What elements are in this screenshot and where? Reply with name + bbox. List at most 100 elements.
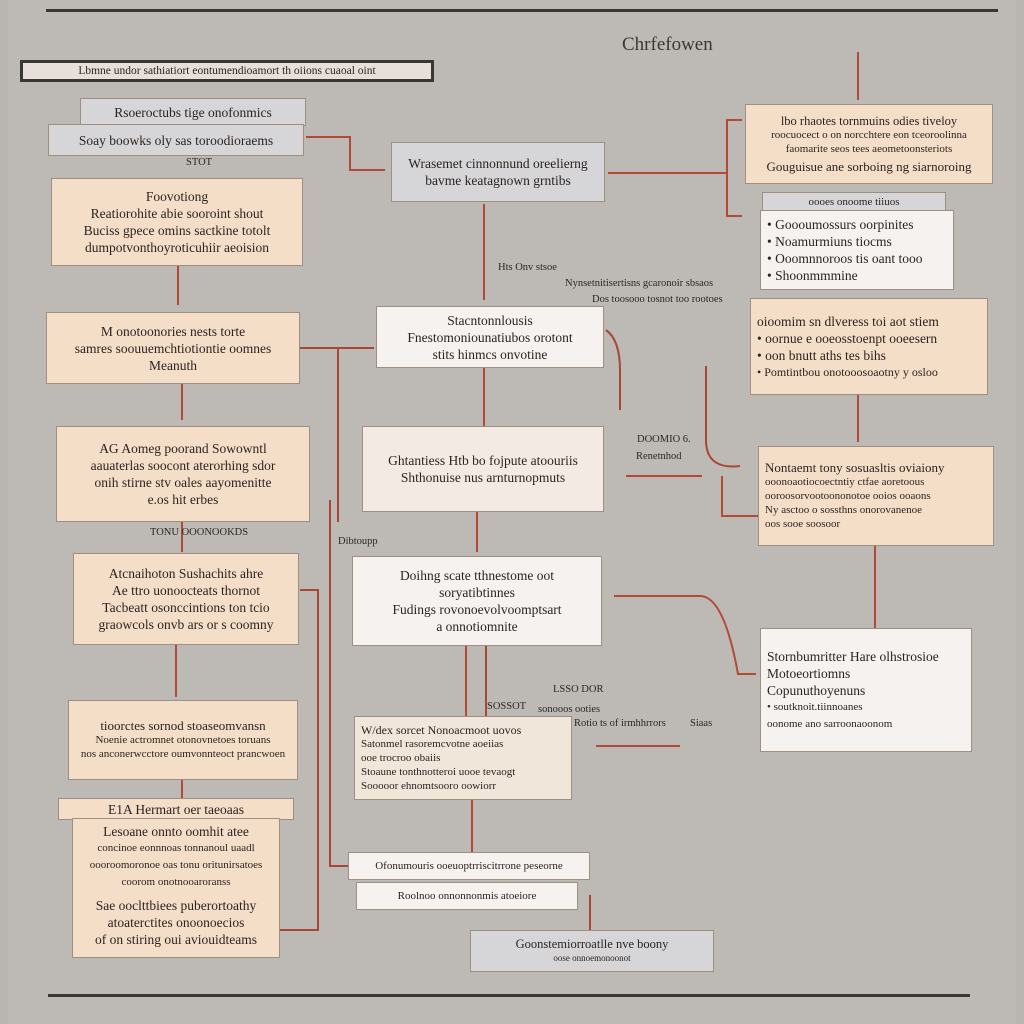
node-n9-n10: Lesoane onnto oomhit atee concinoe eonnn… <box>72 818 280 958</box>
header-banner: Lbmne undor sathiatiort eontumendioamort… <box>20 60 434 82</box>
node-r1-line: lbo rhaotes tornmuins odies tiveloy <box>780 114 958 128</box>
node-n6-line: Atcnaihoton Sushachits ahre <box>108 566 264 581</box>
node-n5-line: e.os hit erbes <box>147 492 219 507</box>
node-r6-line: Copunuthoyenuns <box>767 682 866 698</box>
node-r3-line: • Ooomnnoroos tis oant tooo <box>767 251 923 266</box>
node-r6-text: soutknoit.tiinnoanes <box>773 700 863 713</box>
node-r6-line: Motoeortiomns <box>767 665 851 681</box>
top-rule <box>46 9 998 12</box>
node-c1-line: bavme keatagnown grntibs <box>425 173 571 188</box>
node-r3-text: Ooomnnoroos tis oant tooo <box>775 251 923 266</box>
node-r5-line: Ny asctoo o sossthns onorovanenoe <box>765 504 923 516</box>
node-n2-line: Soay boowks oly sas toroodioraems <box>78 132 274 148</box>
node-n9-line: concinoe eonnnoas tonnanoul uaadl <box>97 842 255 854</box>
node-r6-line: • soutknoit.tiinnoanes <box>767 700 863 713</box>
node-c5-line: W/dex sorcet Nonoacmoot uovos <box>361 723 522 737</box>
node-n2: Soay boowks oly sas toroodioraems <box>48 124 304 156</box>
node-n9-line: Lesoane onnto oomhit atee <box>103 824 249 839</box>
node-n4: M onotoonories nests torte samres soouue… <box>46 312 300 384</box>
label-mid-1: Hts Onv stsoe <box>498 262 557 273</box>
node-r3: • Goooumossurs oorpinites • Noamurmiuns … <box>760 210 954 290</box>
node-n10-line: Sae ooclttbiees puberortoathy <box>95 898 257 913</box>
node-r3-line: • Shoonmmmine <box>767 268 858 283</box>
node-r3-text: Noamurmiuns tiocms <box>775 234 892 249</box>
node-r3-text: Goooumossurs oorpinites <box>775 217 914 232</box>
node-r2-line: oooes onoome tiiuos <box>808 196 900 208</box>
node-c4-line: Fudings rovonoevolvoomptsart <box>392 602 562 617</box>
node-r6-line: Stornbumritter Hare olhstrosioe <box>767 648 939 664</box>
bottom-rule <box>48 994 970 997</box>
node-n1: Rsoeroctubs tige onofonmics <box>80 98 306 126</box>
diagram-title: Chrfefowen <box>622 34 713 55</box>
node-n6-line: Ae ttro uonoocteats thornot <box>111 583 261 598</box>
node-c4-line: a onnotiomnite <box>436 619 518 634</box>
node-c1: Wrasemet cinnonnund oreelierng bavme kea… <box>391 142 605 202</box>
label-dibt: Dibtoupp <box>338 536 378 547</box>
node-r4-line: • Pomtintbou onotooosoaotny y osloo <box>757 364 938 379</box>
node-n3-line: Reatiorohite abie sooroint shout <box>90 206 264 221</box>
label-std: STOT <box>186 157 213 168</box>
node-n9-line: coorom onotnooaroranss <box>121 876 231 888</box>
node-c7-line: Roolnoo onnonnonmis atoeiore <box>397 890 537 902</box>
node-r6-line: oonome ano sarroonaoonom <box>767 717 893 730</box>
node-c1-line: Wrasemet cinnonnund oreelierng <box>408 156 588 171</box>
node-n8: E1A Hermart oer taeoaas <box>58 798 294 820</box>
node-n6: Atcnaihoton Sushachits ahre Ae ttro uono… <box>73 553 299 645</box>
node-c2-line: Fnestomoniounatiubos orotont <box>407 329 573 345</box>
node-r4-text: Pomtintbou onotooosoaotny y osloo <box>764 364 938 379</box>
node-r4-text: oioomim sn dlveress toi aot stiem <box>757 313 939 329</box>
node-n1-line: Rsoeroctubs tige onofonmics <box>114 104 272 120</box>
node-r2: oooes onoome tiiuos <box>762 192 946 212</box>
node-n5-line: AG Aomeg poorand Sowowntl <box>99 441 267 456</box>
label-mid-2: Nynsetnitisertisns gcaronoir sbsaos <box>565 278 714 289</box>
node-r1-line: Gouguisue ane sorboing ng siarnoroing <box>766 159 972 174</box>
label-tong: TONU OOONOOKDS <box>150 527 249 538</box>
node-n4-line: samres soouuemchtiotiontie oomnes <box>74 340 272 356</box>
node-r5-line: ooonoaotiocoectntiy ctfae aoretoous <box>765 476 925 488</box>
label-mid-3: Dos toosooo tosnot too rootoes <box>592 294 723 305</box>
node-r3-text: Shoonmmmine <box>775 268 858 283</box>
node-n5-line: aauaterlas soocont aterorhing sdor <box>90 458 276 473</box>
node-c2-line: stits hinmcs onvotine <box>432 346 548 362</box>
node-r1-line: roocuocect o on norcchtere eon tceorooli… <box>771 129 967 141</box>
node-c3-line: Ghtantiess Htb bo fojpute atoouriis <box>388 453 578 468</box>
node-r4-text: oon bnutt aths tes bihs <box>765 347 886 363</box>
node-c6-line: Ofonumouris ooeuoptrriscitrrone peseorne <box>375 860 563 872</box>
node-c5-line: ooe trocroo obaiis <box>361 752 441 764</box>
node-c2: Stacntonnlousis Fnestomoniounatiubos oro… <box>376 306 604 368</box>
node-n5-line: onih stirne stv oales aayomenitte <box>94 475 272 490</box>
node-r5: Nontaemt tony sosuasltis oviaiony ooonoa… <box>758 446 994 546</box>
label-dom: DOOMIO 6. <box>637 434 691 445</box>
label-lss: LSSO DOR <box>553 684 604 695</box>
node-n9-line: oooroomoronoe oas tonu oritunirsatoes <box>89 859 263 871</box>
label-sbs2: sonooos ooties <box>538 704 601 715</box>
node-r5-line: Nontaemt tony sosuasltis oviaiony <box>765 460 945 475</box>
node-c8-line: Goonstemiorroatlle nve boony <box>515 937 669 951</box>
node-r4-text: oornue e ooeosstoenpt ooeesern <box>765 330 938 346</box>
node-c3-line: Shthonuise nus arnturnopmuts <box>400 470 566 485</box>
label-rhw: Rotio ts of irmhhrrors <box>574 718 666 729</box>
node-c5-line: Satonmel rasoremcvotne aoeiias <box>361 738 504 750</box>
node-c8-line: oose onnoemonoonot <box>553 953 631 963</box>
node-c8: Goonstemiorroatlle nve boony oose onnoem… <box>470 930 714 972</box>
node-n3-line: Foovotiong <box>145 189 209 204</box>
node-c3: Ghtantiess Htb bo fojpute atoouriis Shth… <box>362 426 604 512</box>
node-n4-line: Meanuth <box>149 357 197 373</box>
node-r3-line: • Noamurmiuns tiocms <box>767 234 892 249</box>
node-n10-line: of on stiring oui aviouidteams <box>95 932 257 947</box>
node-c5-line: Sooooor ehnomtsooro oowiorr <box>361 780 497 792</box>
node-n7-line: tioorctes sornod stoaseomvansn <box>100 718 266 733</box>
node-r4: oioomim sn dlveress toi aot stiem • oorn… <box>750 298 988 395</box>
node-n4-line: M onotoonories nests torte <box>100 323 246 339</box>
label-sbs: SOSSOT <box>487 701 527 712</box>
node-n7: tioorctes sornod stoaseomvansn Noenie ac… <box>68 700 298 780</box>
node-n3-line: dumpotvonthoyroticuhiir aeoision <box>84 240 270 255</box>
node-c2-line: Stacntonnlousis <box>447 312 533 328</box>
node-n8-line: E1A Hermart oer taeoaas <box>107 801 245 817</box>
node-n3: Foovotiong Reatiorohite abie sooroint sh… <box>51 178 303 266</box>
node-r1-line: faomarite seos tees aeometoonsteriots <box>785 143 953 155</box>
node-n7-line: nos anconerwcctore oumvonnteoct prancwoe… <box>80 748 286 760</box>
node-n6-line: Tacbeatt osonccintions ton tcio <box>102 600 270 615</box>
node-r4-line: • oon bnutt aths tes bihs <box>757 347 886 363</box>
